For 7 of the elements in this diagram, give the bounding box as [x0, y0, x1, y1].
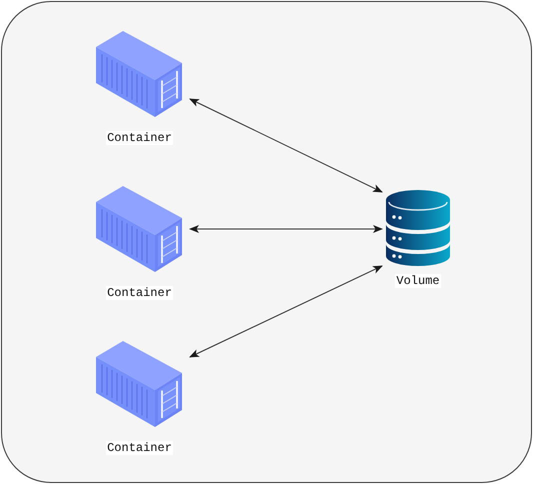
double-arrow [189, 266, 383, 358]
node-label: Container [106, 286, 173, 300]
node-label: Container [106, 131, 173, 145]
double-arrow [189, 98, 383, 192]
double-arrow [189, 225, 383, 233]
node-label: Volume [395, 274, 441, 288]
node-label: Container [106, 441, 173, 455]
